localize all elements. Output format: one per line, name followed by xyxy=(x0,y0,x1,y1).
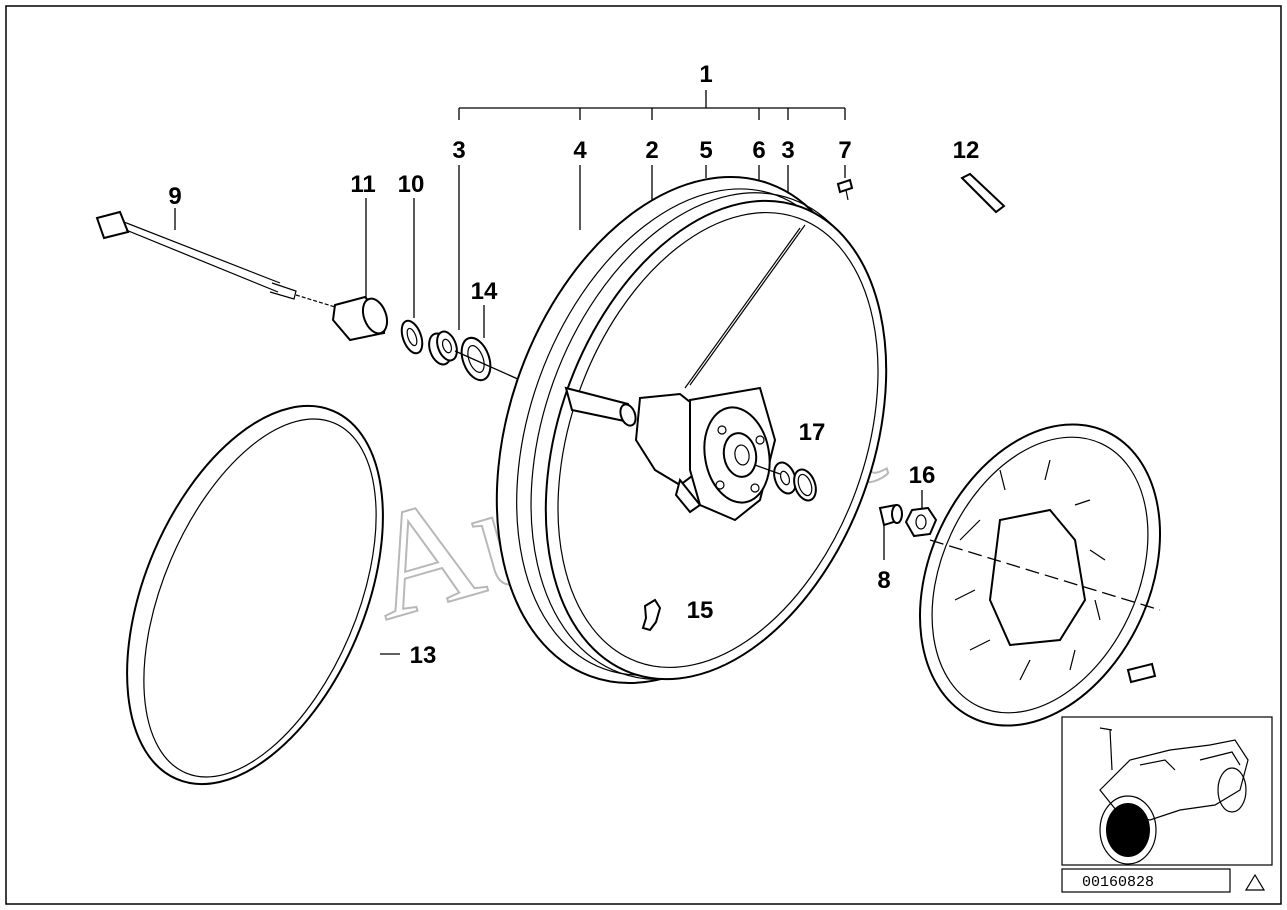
seal-ring xyxy=(400,319,424,355)
label-1: 1 xyxy=(699,61,712,88)
callout-labels: 1 3 4 2 5 6 3 7 12 9 11 10 14 17 16 8 15… xyxy=(168,61,979,669)
label-3-left: 3 xyxy=(452,137,465,164)
label-17: 17 xyxy=(799,419,826,446)
axle xyxy=(95,210,346,311)
label-12: 12 xyxy=(953,137,980,164)
label-11: 11 xyxy=(350,171,375,198)
label-6: 6 xyxy=(752,137,765,164)
valve xyxy=(641,598,662,632)
label-10: 10 xyxy=(398,171,425,198)
label-7: 7 xyxy=(838,137,851,164)
label-9: 9 xyxy=(168,183,181,210)
spacer-ring xyxy=(460,336,492,382)
motorcycle-icon xyxy=(1099,727,1249,865)
triangle-icon xyxy=(1244,873,1266,891)
rim-tape xyxy=(126,404,384,786)
label-16: 16 xyxy=(909,462,936,489)
rim-screw xyxy=(836,178,854,201)
label-15: 15 xyxy=(687,597,714,624)
brake-disc xyxy=(919,423,1161,727)
diagram-frame xyxy=(5,5,1282,905)
spoke xyxy=(684,224,806,389)
label-2: 2 xyxy=(645,137,658,164)
label-4: 4 xyxy=(573,137,587,164)
label-3-right: 3 xyxy=(781,137,794,164)
label-5: 5 xyxy=(699,137,712,164)
spacer-sleeve xyxy=(331,295,389,342)
label-14: 14 xyxy=(471,278,498,305)
wheel-hub xyxy=(564,386,777,522)
spacer-bushing xyxy=(878,503,903,527)
wheel-bearing-left xyxy=(428,330,458,366)
group-bracket xyxy=(458,90,846,120)
label-8: 8 xyxy=(877,567,890,594)
document-number: 00160828 xyxy=(1082,874,1154,891)
balance-weight xyxy=(960,172,1006,214)
label-13: 13 xyxy=(410,642,437,669)
motorcycle-thumbnail xyxy=(1061,716,1273,866)
axle-centerline xyxy=(454,350,521,381)
hex-nut xyxy=(904,506,938,538)
wheel-bearing-right xyxy=(754,461,817,502)
document-number-box: 00160828 xyxy=(1061,868,1231,893)
